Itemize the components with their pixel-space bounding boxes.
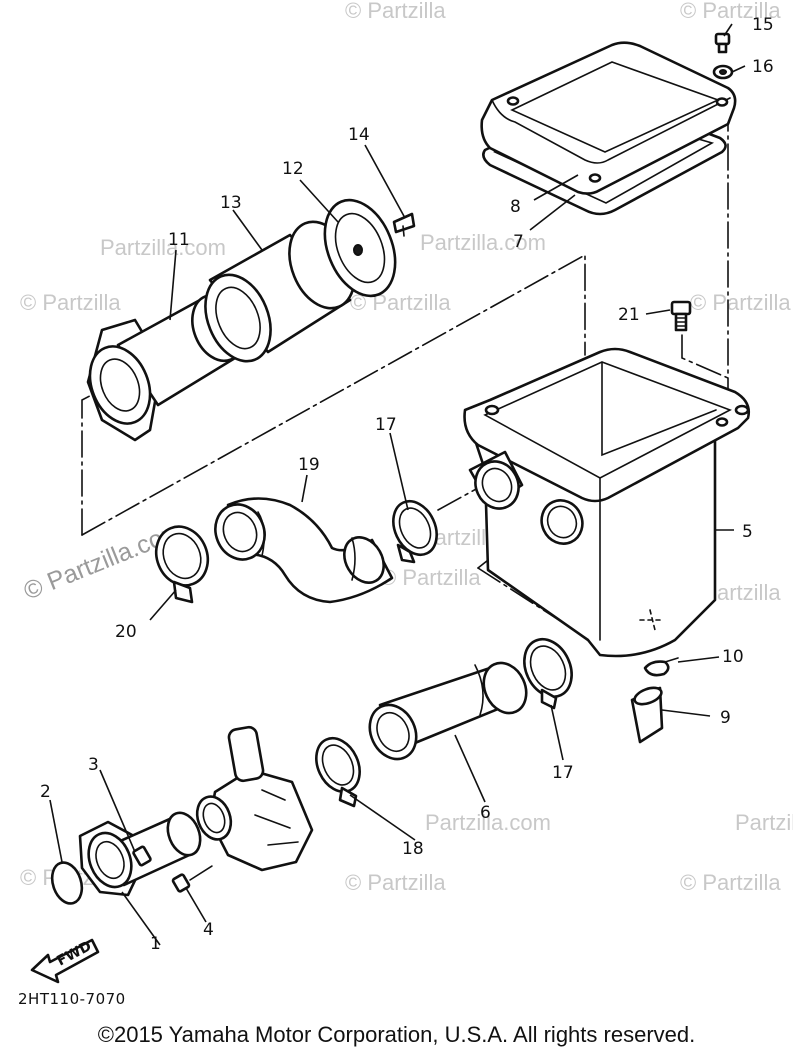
watermark: © Partzilla (345, 0, 446, 23)
diagram-code: 2HT110-7070 (18, 990, 126, 1008)
watermark: © Partzilla (380, 565, 481, 590)
watermark: © Partzilla (345, 870, 446, 895)
callout-1: 1 (150, 934, 161, 954)
bolt-part-21 (670, 300, 692, 332)
watermark: © Partzilla (690, 290, 791, 315)
clamp-part-18 (315, 736, 361, 808)
bolt-part-15 (714, 32, 731, 54)
bolt-part-4 (171, 873, 191, 893)
callout-7: 7 (513, 232, 524, 252)
callout-2: 2 (40, 782, 51, 802)
watermark: © Partzilla (680, 870, 781, 895)
filter-element-part-13 (204, 220, 356, 363)
callout-13: 13 (220, 193, 242, 213)
callout-17: 17 (375, 415, 397, 435)
clamp-part-17-lower (523, 637, 573, 710)
intake-duct-part-6 (368, 661, 528, 761)
callout-3: 3 (88, 755, 99, 775)
callout-16: 16 (752, 57, 774, 77)
callout-15: 15 (752, 15, 774, 35)
o-ring-part-2 (50, 861, 84, 905)
callout-20: 20 (115, 622, 137, 642)
wing-bolt-part-14 (392, 212, 416, 237)
drain-plug-part-9 (630, 686, 664, 744)
callouts: 1 2 3 4 5 6 7 8 9 10 11 12 13 14 15 16 1… (40, 15, 774, 954)
callout-18: 18 (402, 839, 424, 859)
intake-joint-part-19 (214, 497, 394, 604)
callout-6: 6 (480, 803, 491, 823)
watermark: © Partzilla (680, 0, 781, 23)
clip-part-10 (643, 657, 679, 677)
callout-17: 17 (552, 763, 574, 783)
leader-lines (49, 23, 746, 946)
watermark: © Partzilla (20, 290, 121, 315)
watermark: Partzilla.com (425, 810, 551, 835)
air-filter-case-part-5 (463, 347, 750, 658)
clamp-part-17-upper (392, 499, 438, 564)
watermark: Partzilla.com (100, 235, 226, 260)
callout-9: 9 (720, 708, 731, 728)
callout-5: 5 (742, 522, 753, 542)
callout-14: 14 (348, 125, 370, 145)
clamp-part-20 (154, 525, 210, 604)
callout-10: 10 (722, 647, 744, 667)
carburetor (195, 725, 314, 872)
callout-11: 11 (168, 230, 190, 250)
watermark: Partzilla.com (735, 810, 793, 835)
end-cap-part-12 (323, 198, 397, 298)
washer-part-16 (712, 64, 734, 80)
callout-4: 4 (203, 920, 214, 940)
copyright-notice: ©2015 Yamaha Motor Corporation, U.S.A. A… (97, 1022, 696, 1047)
watermark: Partzilla.com (420, 230, 546, 255)
manifold-part-1 (78, 811, 202, 897)
forward-arrow-icon: FWD (30, 938, 100, 984)
bolt-part-3 (132, 845, 152, 867)
callout-8: 8 (510, 197, 521, 217)
air-box-cap-part-8 (480, 41, 737, 195)
callout-21: 21 (618, 305, 640, 325)
callout-12: 12 (282, 159, 304, 179)
callout-19: 19 (298, 455, 320, 475)
